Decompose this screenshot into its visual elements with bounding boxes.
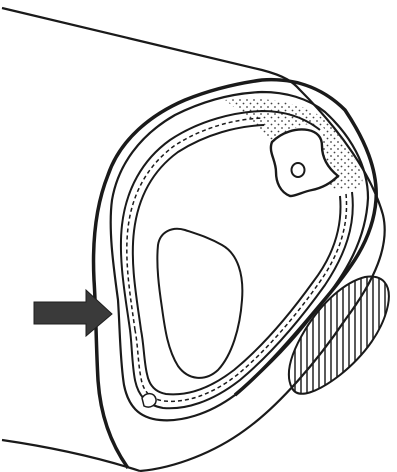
membrane-bump — [142, 394, 156, 407]
arrow-right-icon — [34, 290, 112, 336]
central-body — [157, 229, 242, 378]
central-canal — [292, 163, 305, 177]
